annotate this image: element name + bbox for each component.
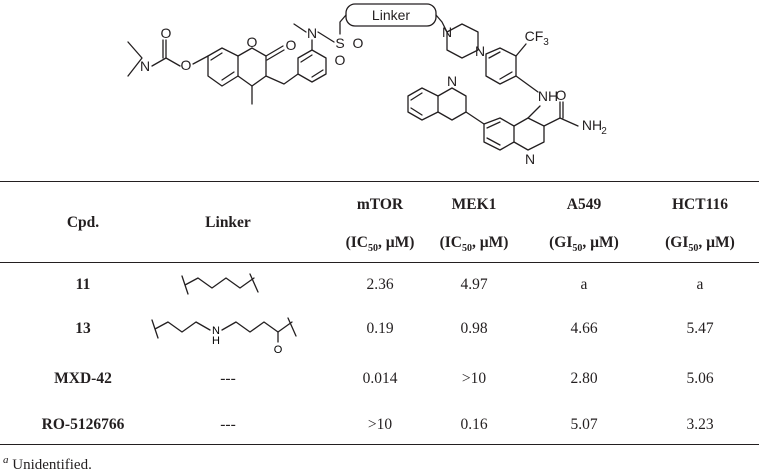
row-ro5126766-mtor: >10 bbox=[367, 416, 393, 433]
linker-box-label: Linker bbox=[372, 7, 410, 23]
header-a549: A549 bbox=[566, 196, 602, 213]
row-mxd42-linker: --- bbox=[220, 370, 236, 387]
svg-text:N: N bbox=[475, 43, 485, 59]
row-13-mek1: 0.98 bbox=[460, 320, 488, 337]
svg-text:S: S bbox=[335, 35, 344, 51]
svg-text:O: O bbox=[556, 87, 567, 103]
header-linker: Linker bbox=[205, 214, 251, 231]
header-hct116-unit: (GI50, µM) bbox=[665, 234, 735, 255]
svg-text:N: N bbox=[447, 73, 457, 89]
footnote-text: Unidentified. bbox=[8, 457, 92, 473]
row-13-hct116: 5.47 bbox=[686, 320, 714, 337]
row-ro5126766-mek1: 0.16 bbox=[460, 416, 488, 433]
svg-text:N: N bbox=[307, 25, 317, 41]
row-mxd42-cpd: MXD-42 bbox=[54, 370, 112, 387]
svg-text:N: N bbox=[140, 58, 150, 74]
svg-text:O: O bbox=[274, 344, 283, 356]
row-11-mtor: 2.36 bbox=[366, 276, 394, 293]
row-ro5126766-linker: --- bbox=[220, 416, 236, 433]
svg-text:O: O bbox=[161, 25, 172, 41]
svg-text:O: O bbox=[335, 52, 346, 68]
header-cpd: Cpd. bbox=[66, 214, 100, 231]
svg-text:NH: NH bbox=[538, 88, 558, 104]
row-13-linker-structure: N H O bbox=[151, 317, 297, 356]
svg-text:N: N bbox=[212, 325, 220, 337]
svg-text:H: H bbox=[212, 335, 220, 347]
svg-text:2: 2 bbox=[601, 126, 607, 137]
table-top-rule bbox=[0, 181, 759, 182]
svg-text:O: O bbox=[247, 34, 258, 50]
row-11-cpd: 11 bbox=[75, 276, 91, 293]
table-header-rule bbox=[0, 262, 759, 263]
header-mtor-unit: (IC50, µM) bbox=[345, 234, 415, 255]
row-11-hct116: a bbox=[696, 276, 704, 293]
row-11-linker-structure bbox=[181, 273, 259, 295]
svg-text:N: N bbox=[525, 151, 535, 167]
header-mek1-unit: (IC50, µM) bbox=[439, 234, 509, 255]
table-bottom-rule bbox=[0, 444, 759, 445]
header-mtor: mTOR bbox=[356, 196, 404, 213]
row-13-a549: 4.66 bbox=[570, 320, 598, 337]
svg-text:CF: CF bbox=[525, 28, 544, 44]
row-mxd42-mek1: >10 bbox=[461, 370, 487, 387]
row-ro5126766-cpd: RO-5126766 bbox=[41, 416, 125, 433]
row-mxd42-mtor: 0.014 bbox=[362, 370, 398, 387]
svg-text:O: O bbox=[181, 57, 192, 73]
footnote-mark: a bbox=[3, 454, 9, 466]
row-11-a549: a bbox=[580, 276, 588, 293]
header-hct116: HCT116 bbox=[672, 196, 728, 213]
row-mxd42-a549: 2.80 bbox=[570, 370, 598, 387]
footnote: a Unidentified. bbox=[3, 454, 92, 474]
header-a549-unit: (GI50, µM) bbox=[549, 234, 619, 255]
row-ro5126766-hct116: 3.23 bbox=[686, 416, 714, 433]
row-13-mtor: 0.19 bbox=[366, 320, 394, 337]
svg-text:NH: NH bbox=[582, 117, 602, 133]
svg-text:O: O bbox=[353, 35, 364, 51]
row-mxd42-hct116: 5.06 bbox=[686, 370, 714, 387]
svg-text:3: 3 bbox=[543, 37, 549, 48]
chemical-structure-scheme: Linker N O O O O N S O O N N CF 3 NH N N bbox=[127, 3, 607, 167]
svg-text:N: N bbox=[442, 24, 452, 40]
svg-text:O: O bbox=[286, 37, 297, 53]
row-13-cpd: 13 bbox=[75, 320, 91, 337]
header-mek1: MEK1 bbox=[451, 196, 497, 213]
row-ro5126766-a549: 5.07 bbox=[570, 416, 598, 433]
row-11-mek1: 4.97 bbox=[460, 276, 488, 293]
